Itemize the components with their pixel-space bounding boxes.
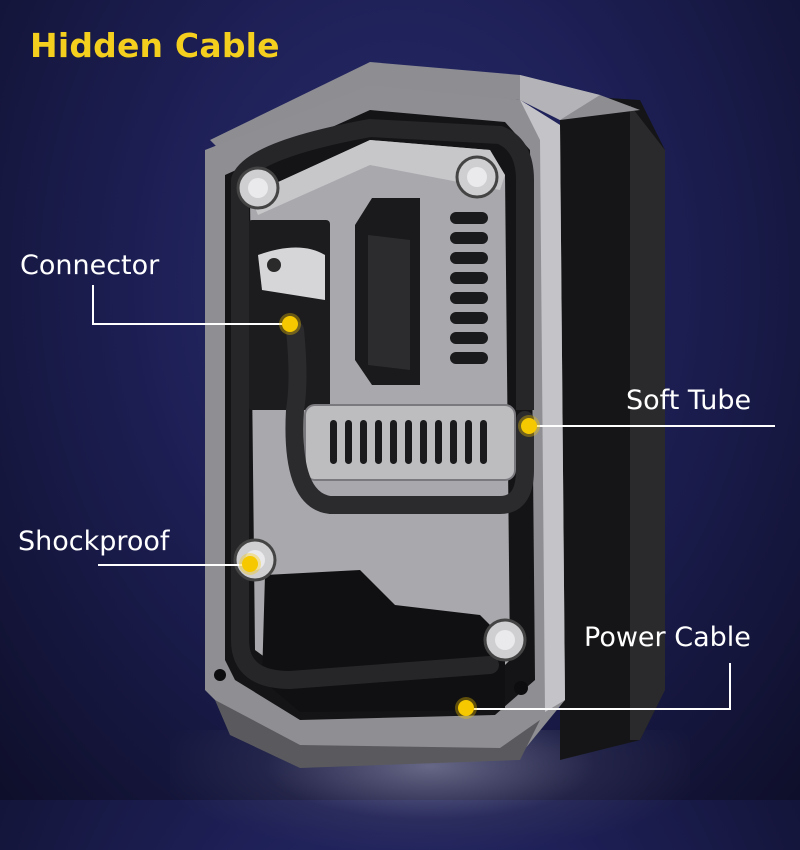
callout-dot-connector — [282, 316, 298, 332]
callout-leader-power-cable — [472, 708, 731, 710]
callout-dot-soft-tube — [521, 418, 537, 434]
headline-title: Hidden Cable — [30, 26, 280, 65]
tire-inflator-illustration — [205, 62, 665, 768]
callout-label-shockproof: Shockproof — [18, 526, 170, 557]
callout-leader-connector — [92, 285, 94, 325]
callout-leader-shockproof — [98, 564, 250, 566]
callout-leader-connector-horizontal — [92, 323, 290, 325]
callout-label-soft-tube: Soft Tube — [626, 385, 752, 416]
callout-label-connector: Connector — [20, 250, 160, 281]
callout-label-power-cable: Power Cable — [584, 622, 751, 653]
callout-leader-power-cable-vertical — [729, 663, 731, 709]
callout-leader-soft-tube — [535, 425, 775, 427]
callout-dot-power-cable — [458, 700, 474, 716]
callout-dot-shockproof — [242, 556, 258, 572]
